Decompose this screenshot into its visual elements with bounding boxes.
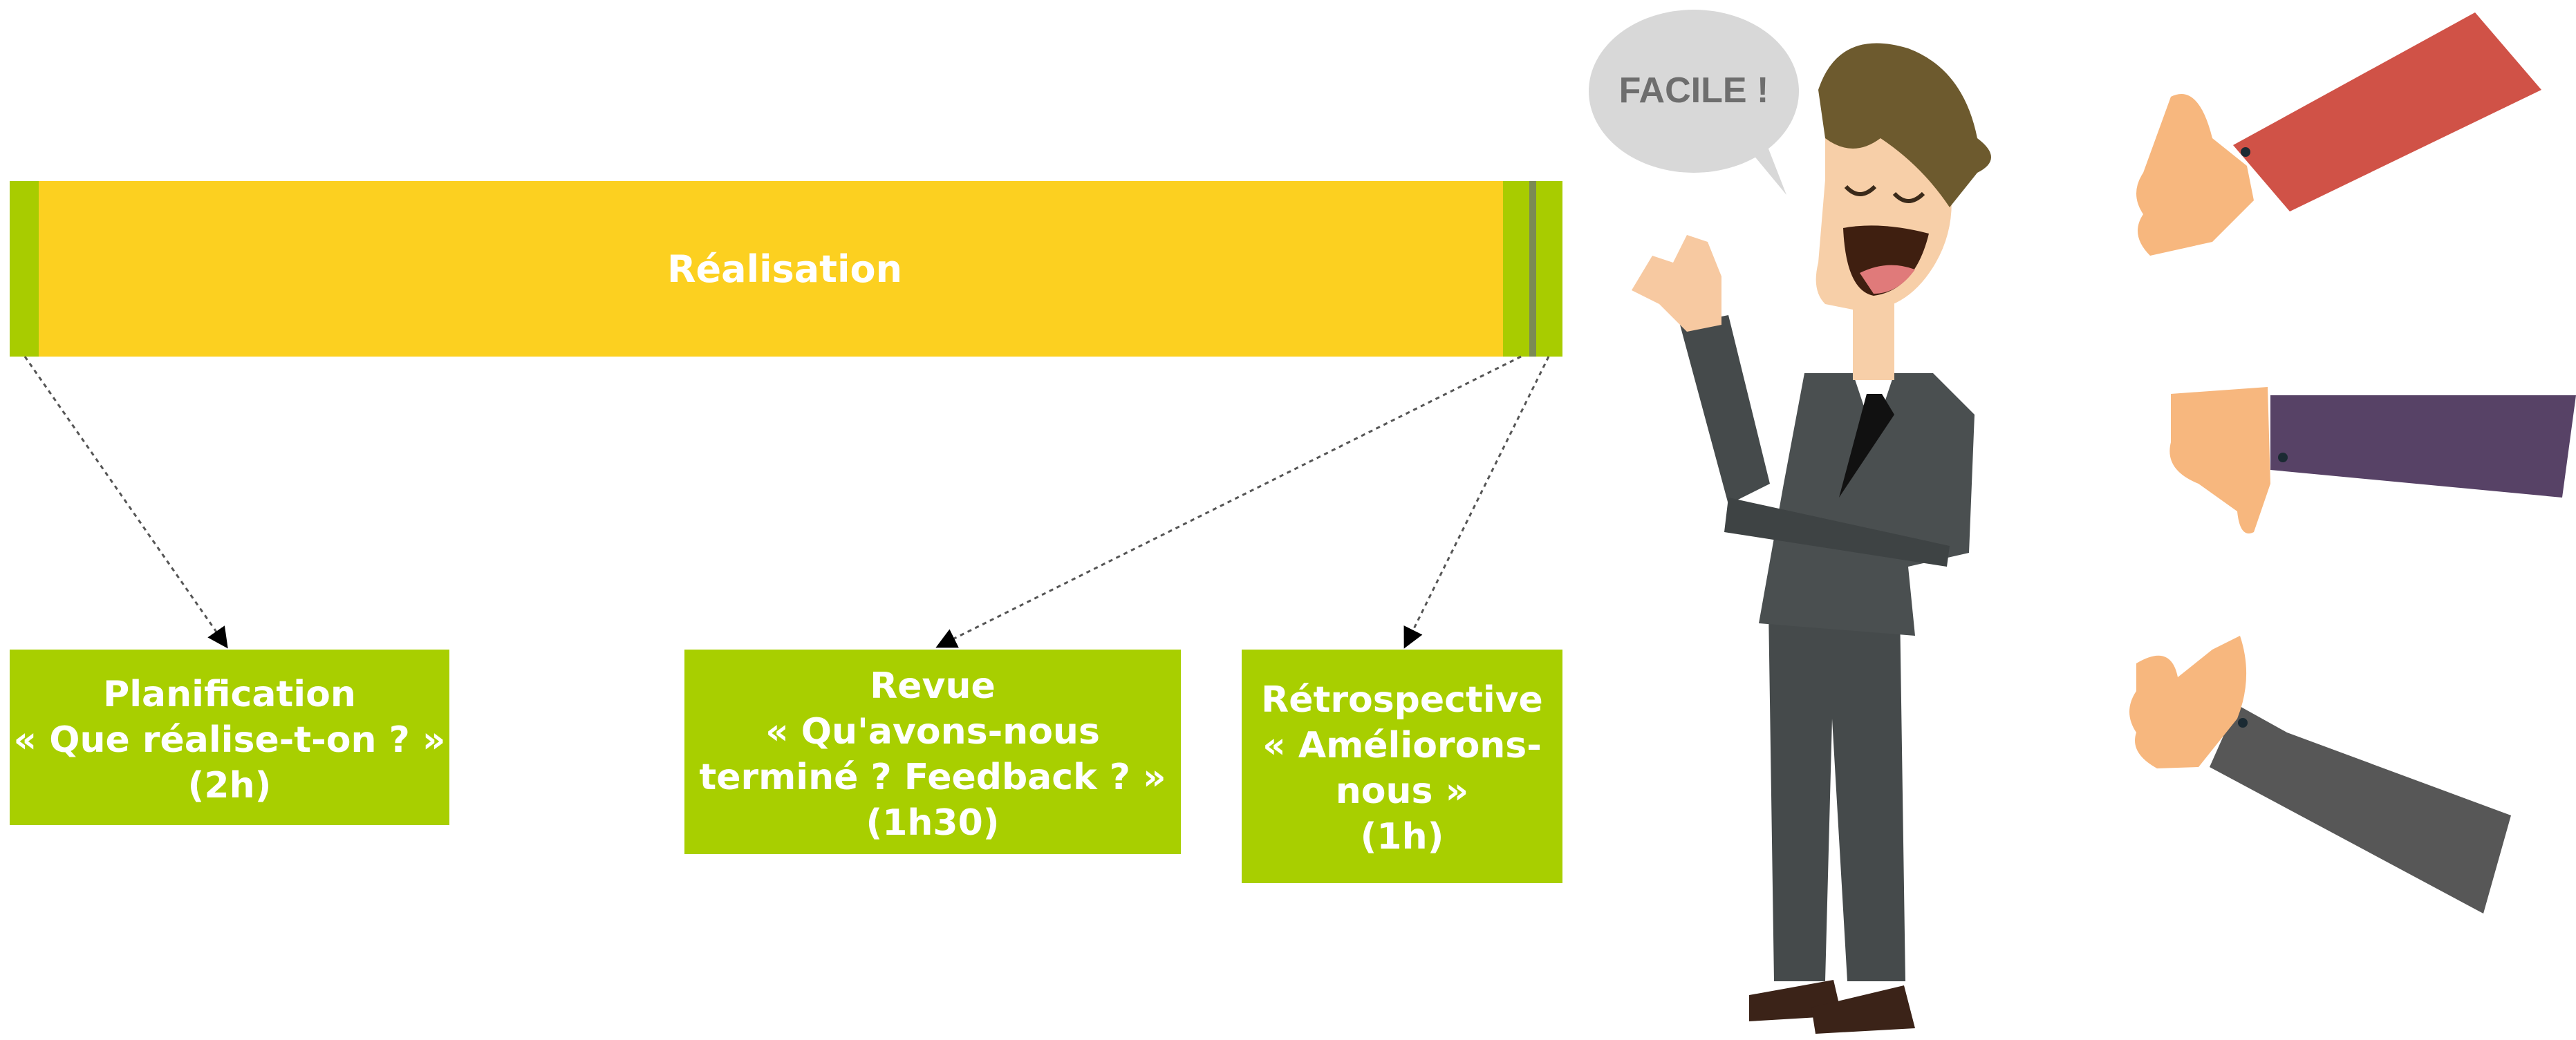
- sprint-bar-label: Réalisation: [667, 247, 902, 291]
- businessman-tie: [1839, 394, 1894, 498]
- connector-arrows: [24, 355, 1550, 649]
- businessman-trousers: [1768, 608, 1905, 981]
- retro-box-bg: [1242, 650, 1562, 883]
- review-title: Revue: [870, 665, 996, 707]
- retro-question-line1: « Améliorons-: [1262, 725, 1542, 766]
- arrow-to-planning: [24, 356, 228, 649]
- planning-duration: (2h): [188, 765, 272, 806]
- businessman-illustration: [1632, 43, 1991, 1034]
- sprint-bar-body: [10, 181, 1562, 357]
- speech-bubble-text: FACILE !: [1619, 70, 1769, 111]
- review-box-bg: [684, 650, 1181, 854]
- retro-title: Rétrospective: [1261, 679, 1543, 721]
- businessman-jacket: [1759, 373, 1975, 636]
- planning-question: « Que réalise-t-on ? »: [14, 719, 446, 761]
- arrow-to-review: [935, 355, 1522, 648]
- thumbs-up-icon: [2129, 636, 2247, 768]
- gray-sleeve-button: [2238, 718, 2248, 728]
- thumbs-up-gray: [2129, 636, 2511, 914]
- planning-title: Planification: [103, 674, 356, 715]
- retro-box: Rétrospective « Améliorons- nous » (1h): [1242, 650, 1562, 883]
- gray-sleeve: [2210, 705, 2511, 914]
- review-box: Revue « Qu'avons-nous terminé ? Feedback…: [684, 650, 1181, 854]
- speech-bubble-body: [1589, 10, 1799, 173]
- businessman-right-shoe: [1811, 985, 1915, 1034]
- review-question-line2: terminé ? Feedback ? »: [699, 757, 1166, 798]
- sprint-bar-start-marker: [10, 181, 39, 357]
- businessman-right-eye: [1892, 191, 1925, 203]
- businessman-folded-arm: [1724, 498, 1950, 567]
- retro-question-line2: nous »: [1336, 770, 1468, 812]
- review-duration: (1h30): [866, 802, 999, 844]
- review-question-line1: « Qu'avons-nous: [765, 711, 1100, 753]
- businessman-waving-hand: [1632, 235, 1721, 332]
- businessman-raised-arm: [1680, 315, 1770, 504]
- red-sleeve-button: [2241, 147, 2250, 157]
- purple-sleeve: [2270, 395, 2576, 498]
- planning-box-bg: [10, 650, 449, 825]
- speech-bubble-tail: [1746, 138, 1786, 195]
- thumbs-up-red: [2136, 12, 2541, 256]
- businessman-left-eye: [1844, 185, 1877, 196]
- red-sleeve: [2233, 12, 2541, 211]
- businessman-hair: [1818, 43, 1991, 207]
- thumbs-sideways-icon: [2169, 387, 2270, 533]
- sprint-bar-end-divider: [1529, 181, 1536, 357]
- thumbs-up-icon: [2136, 94, 2254, 256]
- planning-box: Planification « Que réalise-t-on ? » (2h…: [10, 650, 449, 825]
- arrow-to-retro: [1403, 356, 1550, 649]
- thumbs-sideways-purple: [2169, 387, 2576, 533]
- speech-bubble: FACILE !: [1589, 10, 1799, 195]
- businessman-tongue: [1860, 265, 1915, 294]
- retro-duration: (1h): [1361, 816, 1444, 858]
- sprint-bar: Réalisation: [10, 181, 1562, 357]
- purple-sleeve-button: [2278, 453, 2288, 462]
